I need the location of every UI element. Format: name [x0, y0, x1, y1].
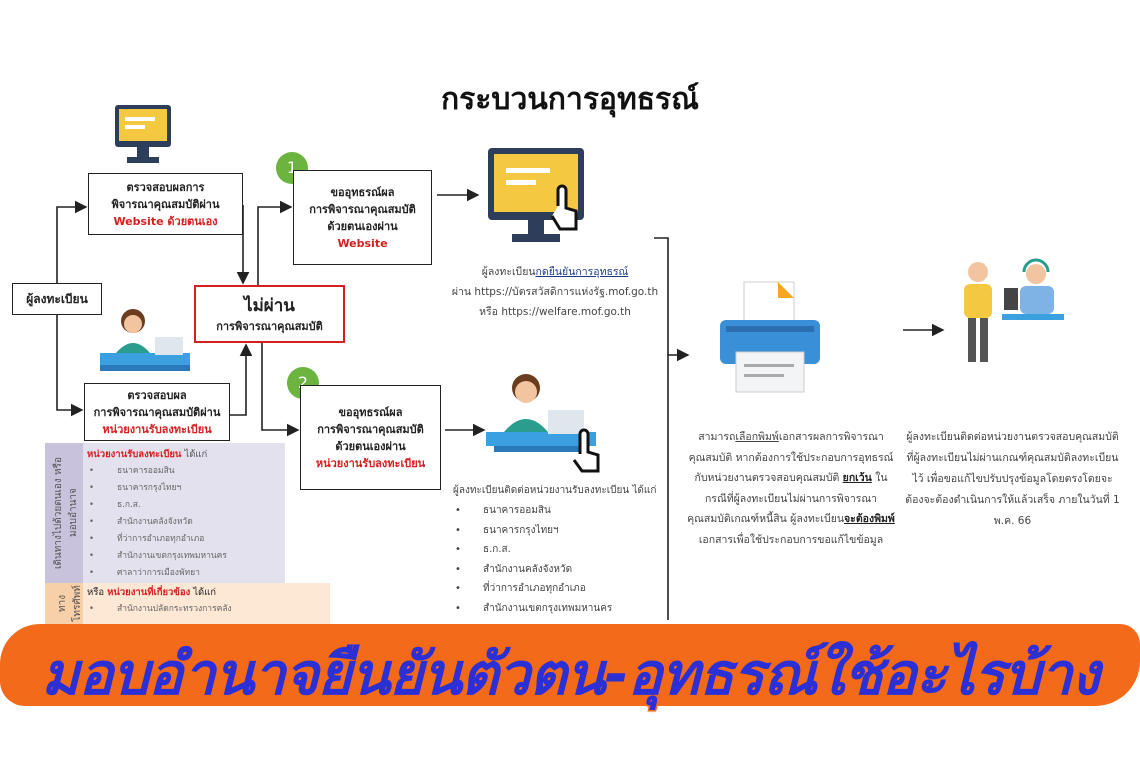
confirm-appeal-link[interactable]: กดยืนยันการอุทธรณ์ — [535, 266, 629, 278]
office-list-intro: ผู้ลงทะเบียนติดต่อหน่วยงานรับลงทะเบียน ไ… — [453, 485, 657, 496]
table-head-1: หน่วยงานรับลงทะเบียน — [87, 449, 182, 460]
check-office-line3: หน่วยงานรับลงทะเบียน — [102, 422, 212, 436]
list-item: สำนักงานเขตกรุงเทพมหานคร — [87, 548, 282, 565]
table-head-2-suffix: ได้แก่ — [190, 587, 217, 598]
customer-service-icon — [964, 258, 1064, 362]
table-side-label-2: ทางโทรศัพท์ — [57, 585, 83, 622]
print-text-c: เอกสารผลการพิจารณาคุณสมบัติ หากต้องการใช… — [688, 431, 894, 484]
list-item: ธ.ก.ส. — [453, 540, 673, 560]
staff-desk-click-icon — [486, 374, 600, 473]
headline-banner-bg — [0, 624, 1140, 706]
website-instructions: ผู้ลงทะเบียนกดยืนยันการอุทธรณ์ ผ่าน http… — [430, 262, 680, 322]
check-web-line3: Website ด้วยตนเอง — [113, 214, 218, 228]
table-content-1: หน่วยงานรับลงทะเบียน ได้แก่ ธนาคารออมสิน… — [87, 446, 282, 582]
table-side-label-1: เดินทางไปด้วยตนเอง หรือมอบอำนาจ — [53, 457, 79, 569]
print-text-a: สามารถ — [698, 431, 736, 443]
headline-banner: มอบอำนาจยืนยันตัวตน-อุทธรณ์ใช้อะไรบ้าง — [40, 639, 1102, 710]
print-text-f: จะต้องพิมพ์ — [844, 513, 895, 525]
list-item: ธนาคารออมสิน — [87, 463, 282, 480]
print-instructions: สามารถเลือกพิมพ์เอกสารผลการพิจารณาคุณสมบ… — [684, 427, 898, 550]
step1-line4: Website — [337, 236, 388, 250]
step1-line3: ด้วยตนเองผ่าน — [327, 219, 398, 233]
table-side-1: เดินทางไปด้วยตนเอง หรือมอบอำนาจ — [45, 443, 83, 583]
fail-title: ไม่ผ่าน — [244, 295, 295, 316]
web-url-2: หรือ https://welfare.mof.go.th — [479, 306, 631, 318]
list-item: ธนาคารกรุงไทยฯ — [453, 521, 673, 541]
print-text-d: ยกเว้น — [842, 472, 872, 484]
list-item: ศาลาว่าการเมืองพัทยา — [87, 565, 282, 582]
print-text-g: เอกสารเพื่อใช้ประกอบการขอแก้ไขข้อมูล — [698, 533, 884, 546]
web-url-1: ผ่าน https://บัตรสวัสดิการแห่งรัฐ.mof.go… — [451, 286, 659, 298]
print-text-e: ในกรณีที่ผู้ลงทะเบียนไม่ผ่านการพิจารณาคุ… — [687, 472, 888, 525]
list-item: สำนักงานปลัดกระทรวงการคลัง — [87, 601, 327, 617]
computer-icon — [115, 105, 171, 163]
table-head-2-pre: หรือ — [87, 587, 108, 598]
fail-subtitle: การพิจารณาคุณสมบัติ — [216, 319, 323, 333]
web-text-pre: ผู้ลงทะเบียน — [481, 266, 536, 278]
fail-box: ไม่ผ่าน การพิจารณาคุณสมบัติ — [194, 285, 345, 343]
check-office-box: ตรวจสอบผล การพิจารณาคุณสมบัติผ่าน หน่วยง… — [84, 383, 230, 441]
printer-icon — [720, 281, 820, 393]
step2-line2: การพิจารณาคุณสมบัติ — [317, 422, 424, 436]
check-web-box: ตรวจสอบผลการ พิจารณาคุณสมบัติผ่าน Websit… — [88, 173, 243, 235]
check-office-line1: ตรวจสอบผล — [127, 388, 187, 402]
staff-at-desk-icon — [100, 309, 190, 371]
list-item: ธนาคารกรุงไทยฯ — [87, 480, 282, 497]
contact-instructions: ผู้ลงทะเบียนติดต่อหน่วยงานตรวจสอบคุณสมบั… — [905, 431, 1120, 527]
table-head-1-suffix: ได้แก่ — [181, 449, 208, 460]
page-title: กระบวนการอุทธรณ์ — [441, 82, 699, 117]
table-content-2: หรือ หน่วยงานที่เกี่ยวข้อง ได้แก่ สำนักง… — [87, 585, 327, 617]
list-item: ธนาคารออมสิน — [453, 501, 673, 521]
list-item: สำนักงานคลังจังหวัด — [87, 514, 282, 531]
step2-line1: ขออุทธรณ์ผล — [338, 405, 403, 419]
list-item: ที่ว่าการอำเภอทุกอำเภอ — [87, 531, 282, 548]
step1-line2: การพิจารณาคุณสมบัติ — [309, 202, 416, 216]
list-item: สำนักงานคลังจังหวัด — [453, 560, 673, 580]
step2-box: ขออุทธรณ์ผล การพิจารณาคุณสมบัติ ด้วยตนเอ… — [300, 385, 441, 490]
step1-box: ขออุทธรณ์ผล การพิจารณาคุณสมบัติ ด้วยตนเอ… — [293, 170, 432, 265]
list-item: สำนักงานเขตกรุงเทพมหานคร — [453, 599, 673, 619]
registrant-box: ผู้ลงทะเบียน — [12, 283, 102, 315]
table-side-2: ทางโทรศัพท์ — [45, 583, 83, 624]
step2-line4: หน่วยงานรับลงทะเบียน — [315, 456, 426, 470]
step1-line1: ขออุทธรณ์ผล — [330, 185, 395, 199]
check-office-line2: การพิจารณาคุณสมบัติผ่าน — [93, 405, 221, 419]
check-web-line2: พิจารณาคุณสมบัติผ่าน — [111, 197, 220, 211]
table-head-2: หน่วยงานที่เกี่ยวข้อง — [107, 587, 191, 598]
website-click-icon — [488, 148, 584, 242]
step2-line3: ด้วยตนเองผ่าน — [335, 439, 406, 453]
list-item: ธ.ก.ส. — [87, 497, 282, 514]
list-item: ที่ว่าการอำเภอทุกอำเภอ — [453, 579, 673, 599]
print-text-b: เลือกพิมพ์ — [735, 431, 779, 443]
check-web-line1: ตรวจสอบผลการ — [126, 180, 205, 194]
office-list: ผู้ลงทะเบียนติดต่อหน่วยงานรับลงทะเบียน ไ… — [453, 481, 673, 618]
